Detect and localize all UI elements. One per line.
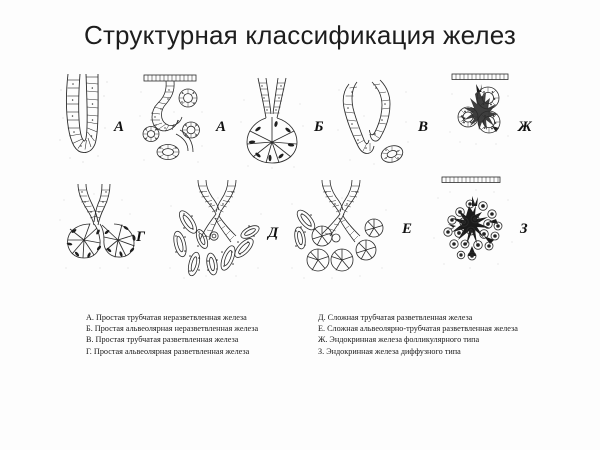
- figure-complex-branched-tubular: [166, 176, 270, 286]
- figure-simple-branched-alveolar: [56, 180, 138, 276]
- figure-endocrine-follicular: [446, 70, 514, 170]
- simple-coiled-tubular-gland-icon: [139, 74, 203, 163]
- legend-item-v: В. Простая трубчатая разветвленная желез…: [86, 335, 239, 345]
- figure-endocrine-diffuse: [428, 172, 520, 284]
- figure-label-a1: А: [114, 119, 125, 135]
- simple-branched-alveolar-gland-icon: [59, 183, 136, 269]
- figure-simple-branched-tubular: [336, 72, 412, 172]
- figure-label-g: Г: [136, 229, 146, 245]
- legend-item-d: Д. Сложная трубчатая разветвленная желез…: [318, 313, 473, 322]
- figure-simple-coiled-tubular: [136, 72, 206, 170]
- figure-label-d: Д: [268, 225, 279, 241]
- legend-item-g: Г. Простая альвеолярная разветвленная же…: [86, 346, 250, 356]
- endocrine-follicular-gland-icon: [449, 73, 509, 145]
- legend-item-z: З. Эндокринная железа диффузного типа: [318, 346, 461, 356]
- figure-simple-unbranched-tubular: [58, 70, 110, 170]
- figure-complex-alveolar-tubular: [288, 176, 392, 286]
- legend-column-left: А. Простая трубчатая неразветвленная жел…: [86, 312, 304, 357]
- figure-label-zh: Ж: [518, 119, 532, 135]
- simple-unbranched-alveolar-gland-icon: [240, 77, 304, 169]
- figure-simple-unbranched-alveolar: [236, 74, 308, 170]
- legend-item-b: Б. Простая альвеолярная неразветвленная …: [86, 324, 259, 334]
- simple-unbranched-tubular-gland-icon: [59, 73, 108, 163]
- legend-item-e: Е. Сложная альвеолярно-трубчатая разветв…: [318, 324, 518, 334]
- legend-column-right: Д. Сложная трубчатая разветвленная желез…: [318, 312, 536, 357]
- figure-label-e: Е: [402, 221, 413, 237]
- page-title: Структурная классификация желез: [83, 20, 517, 50]
- endocrine-diffuse-gland-icon: [433, 176, 513, 269]
- simple-branched-tubular-gland-icon: [337, 79, 409, 165]
- figure-label-v: В: [418, 119, 429, 135]
- legend-item-a: А. Простая трубчатая неразветвленная жел…: [86, 313, 247, 322]
- legend-item-zh: Ж. Эндокринная железа фолликулярного тип…: [318, 335, 480, 345]
- legend: А. Простая трубчатая неразветвленная жел…: [86, 312, 536, 357]
- figure-label-b: Б: [314, 119, 324, 135]
- complex-alveolar-tubular-gland-icon: [291, 179, 387, 279]
- complex-branched-tubular-gland-icon: [169, 179, 262, 279]
- figure-label-a2: А: [216, 119, 227, 135]
- figure-board: А: [50, 64, 562, 296]
- figure-label-z: З: [520, 221, 528, 237]
